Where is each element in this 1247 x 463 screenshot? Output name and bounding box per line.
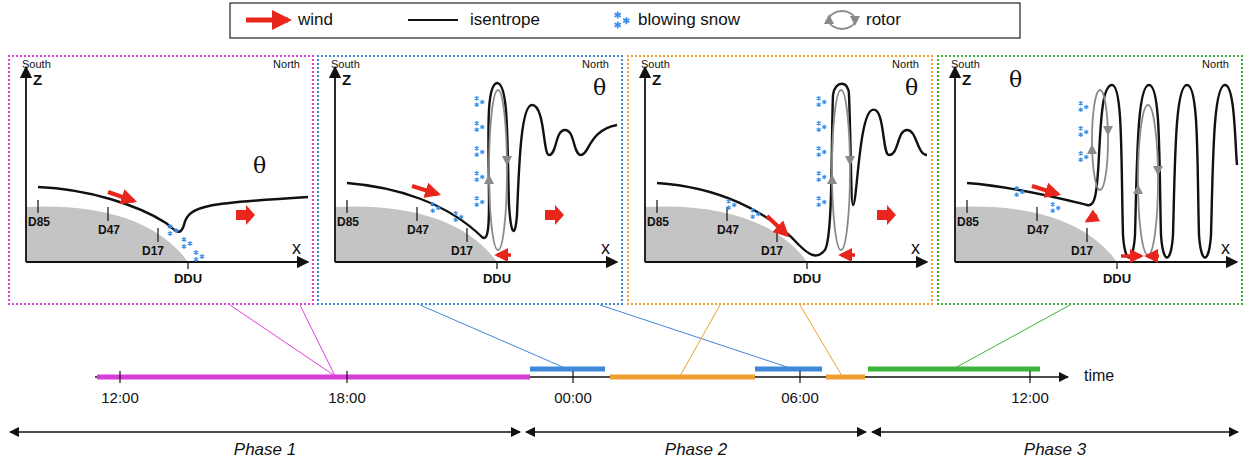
theta-label: θ [253, 155, 266, 177]
axis-label: x [911, 239, 920, 257]
direction-label: South [641, 59, 670, 70]
panel-box: South NorthZθD85D47D17DDU x [317, 55, 623, 305]
panel-2-art [335, 67, 617, 269]
direction-label: North [582, 59, 609, 70]
legend-text: isentrope [470, 11, 540, 28]
panel-box: South NorthZθD85D47D17DDU x [8, 55, 314, 305]
panel-box: South NorthZθD85D47D17DDU x [937, 55, 1243, 305]
legend-text: blowing snow [638, 11, 740, 28]
theta-label: θ [593, 77, 606, 99]
station-label: D47 [1027, 224, 1049, 236]
leader-lines [230, 305, 1070, 376]
direction-label: North [1202, 59, 1229, 70]
panel-4-art [955, 67, 1237, 269]
phase-label: Phase 3 [1022, 441, 1088, 458]
theta-label: θ [905, 77, 918, 99]
time-tick-label: 12:00 [1009, 390, 1051, 405]
legend-box [230, 3, 1020, 38]
axis-label: Z [652, 72, 661, 87]
direction-label: South [951, 59, 980, 70]
direction-label: South [22, 59, 51, 70]
station-label: DDU [1103, 272, 1131, 285]
axis-label: Z [342, 72, 351, 87]
legend-text: wind [298, 11, 333, 28]
station-label: D17 [761, 245, 783, 257]
axis-label: time [1082, 368, 1116, 384]
panel-3-art [645, 67, 927, 269]
theta-label: θ [1009, 69, 1022, 91]
station-label: D85 [647, 216, 669, 228]
time-tick-label: 18:00 [326, 390, 368, 405]
station-label: D47 [717, 224, 739, 236]
station-label: D85 [337, 216, 359, 228]
axis-label: x [1221, 239, 1230, 257]
station-label: DDU [793, 272, 821, 285]
axis-label: x [601, 239, 610, 257]
time-tick-label: 12:00 [99, 390, 141, 405]
axis-label: Z [962, 72, 971, 87]
station-label: D47 [407, 224, 429, 236]
panel-1-art [26, 67, 308, 269]
station-label: D17 [142, 245, 164, 257]
station-label: D85 [28, 216, 50, 228]
phase-label: Phase 2 [663, 441, 729, 458]
station-label: DDU [483, 272, 511, 285]
station-label: D47 [98, 224, 120, 236]
timeline [95, 369, 1068, 383]
time-tick-label: 00:00 [552, 390, 594, 405]
panel-box: South NorthZθD85D47D17DDU x [627, 55, 933, 305]
station-label: D85 [957, 216, 979, 228]
direction-label: North [273, 59, 300, 70]
station-label: D17 [1071, 245, 1093, 257]
phase-label: Phase 1 [232, 441, 298, 458]
legend-text: rotor [866, 11, 901, 28]
station-label: D17 [451, 245, 473, 257]
time-tick-label: 06:00 [779, 390, 821, 405]
direction-label: North [892, 59, 919, 70]
station-label: DDU [174, 272, 202, 285]
direction-label: South [331, 59, 360, 70]
phase-arrows [10, 431, 1238, 433]
axis-label: Z [33, 72, 42, 87]
axis-label: x [292, 239, 301, 257]
